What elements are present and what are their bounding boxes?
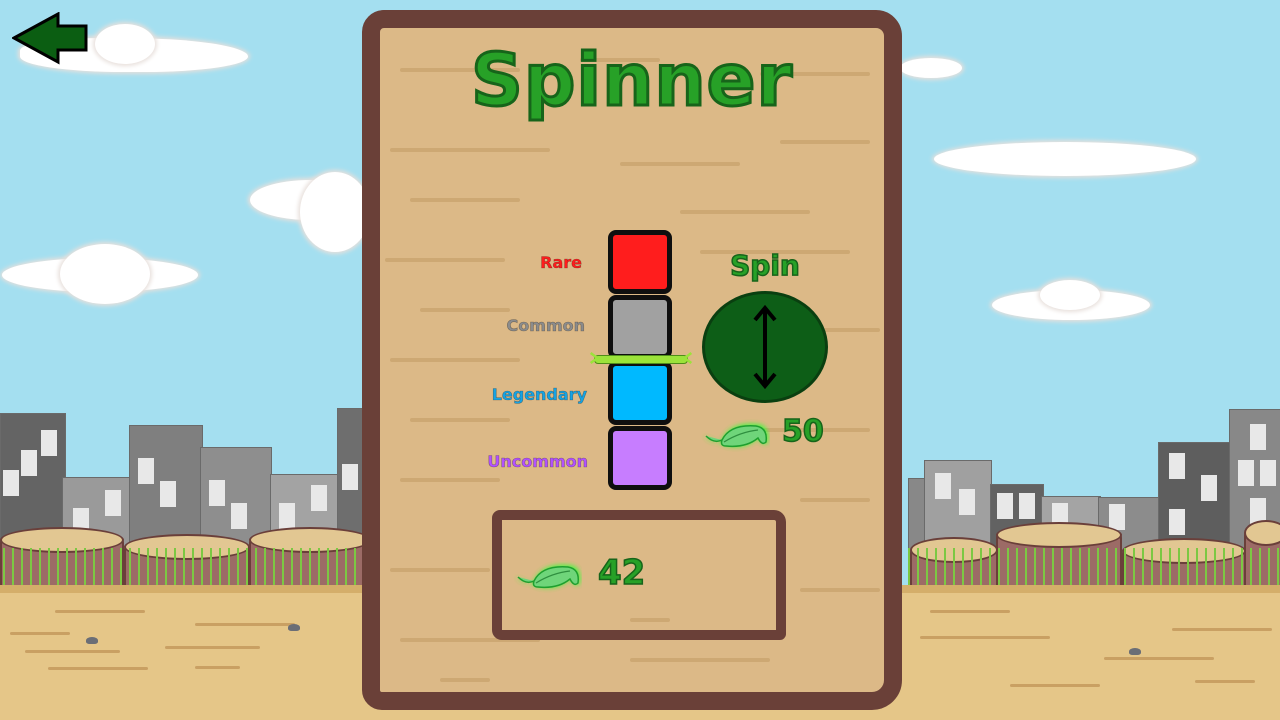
rarity-label-rare: Rare — [540, 253, 582, 273]
pebble — [86, 637, 98, 644]
spinner-slot-uncommon — [608, 426, 672, 490]
wallet-panel — [492, 510, 786, 640]
spinner-slot-rare — [608, 230, 672, 294]
rarity-label-legendary: Legendary — [491, 385, 587, 405]
cloud — [934, 142, 1196, 176]
dirt-line — [25, 650, 120, 653]
rarity-label-uncommon: Uncommon — [487, 452, 588, 472]
dirt-line — [1195, 680, 1255, 683]
dirt-line — [1010, 684, 1100, 687]
dirt-line — [10, 632, 70, 635]
wallet-balance: 42 — [512, 552, 712, 597]
dirt-line — [195, 623, 295, 626]
cloud — [900, 58, 962, 78]
dirt-line — [1172, 628, 1272, 631]
back-arrow-icon — [10, 11, 88, 65]
dirt-line — [48, 667, 148, 670]
pebble — [1129, 648, 1141, 655]
grass — [0, 548, 370, 588]
spinner-slot-legendary — [608, 361, 672, 425]
page-title: Spinner — [470, 37, 794, 124]
pebble — [288, 624, 300, 631]
spin-cost-value: 50 — [781, 413, 824, 450]
leaf-icon — [516, 564, 581, 589]
cloud — [1040, 280, 1100, 310]
dirt-line — [930, 610, 1010, 613]
up-down-arrow-icon — [753, 304, 777, 390]
grass — [905, 548, 1280, 588]
dirt-line — [55, 610, 145, 613]
leaf-icon — [704, 423, 769, 448]
spinner-slot-common — [608, 295, 672, 359]
rarity-label-common: Common — [506, 316, 585, 336]
dirt-line — [195, 666, 240, 669]
wallet-balance-value: 42 — [597, 552, 646, 594]
dirt-line — [920, 636, 1050, 639]
dirt-line — [1104, 657, 1214, 660]
spinner-selection-marker — [589, 352, 693, 364]
cloud — [60, 244, 150, 304]
spin-cost: 50 — [700, 413, 830, 454]
back-button[interactable] — [10, 11, 90, 66]
cloud — [300, 172, 370, 252]
spin-button[interactable] — [702, 291, 828, 403]
spin-label: Spin — [729, 248, 800, 283]
cloud — [95, 24, 155, 64]
dirt-line — [165, 646, 260, 649]
